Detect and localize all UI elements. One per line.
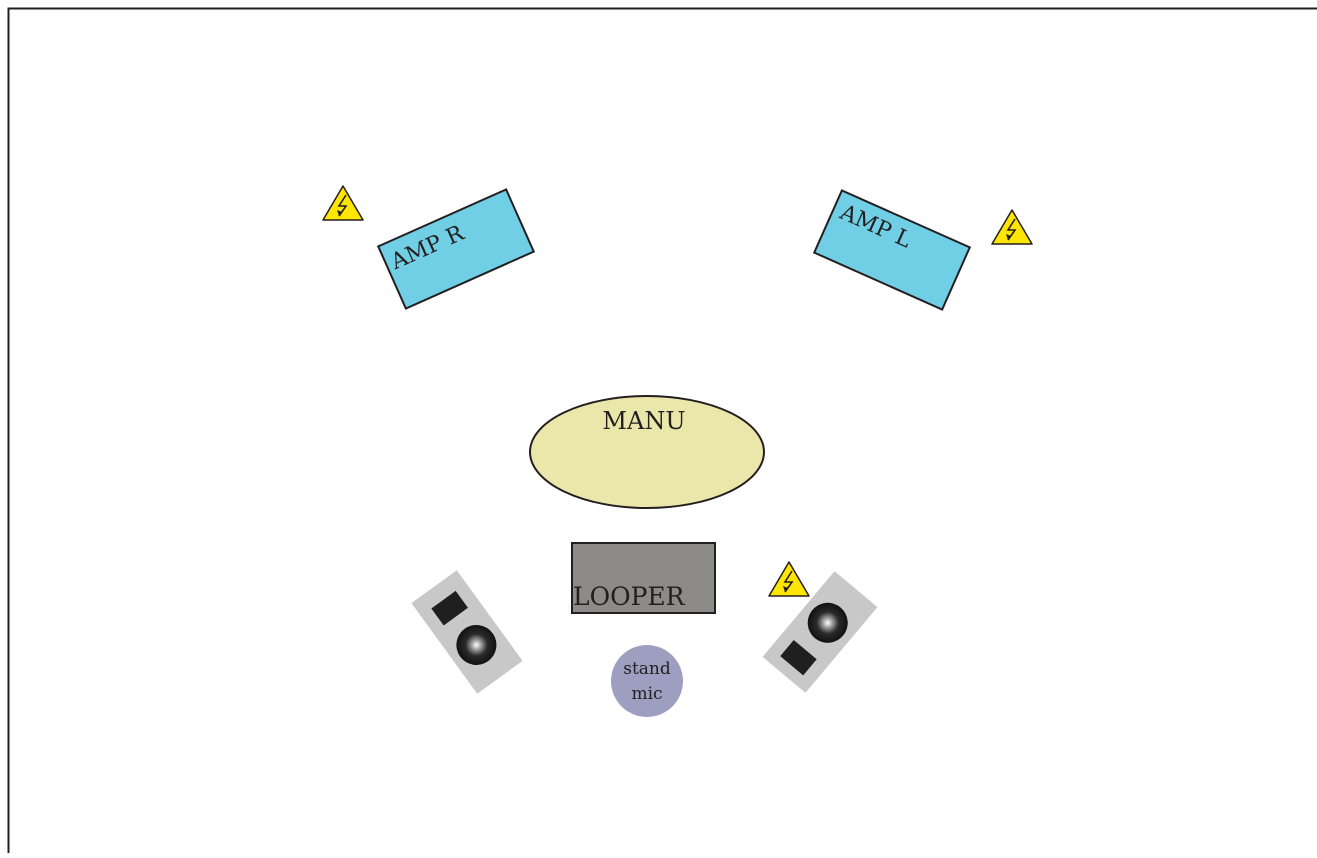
electrical-warning-icon [323,186,363,220]
amp-left[interactable]: AMP L [814,190,970,309]
amp-right[interactable]: AMP R [378,189,534,308]
electrical-warning-icon [992,210,1032,244]
monitor-left[interactable] [411,570,522,694]
looper-label: LOOPER [573,582,686,611]
performer[interactable]: MANU [530,396,764,508]
stand-mic-circle [611,645,683,717]
stand-mic-label-line1: stand [623,659,671,679]
performer-label: MANU [602,407,685,435]
stand-mic[interactable]: stand mic [611,645,683,717]
stand-mic-label-line2: mic [631,684,662,704]
amp-left-box [814,190,970,309]
looper[interactable]: LOOPER [572,543,715,613]
electrical-warning-icon [769,562,809,596]
